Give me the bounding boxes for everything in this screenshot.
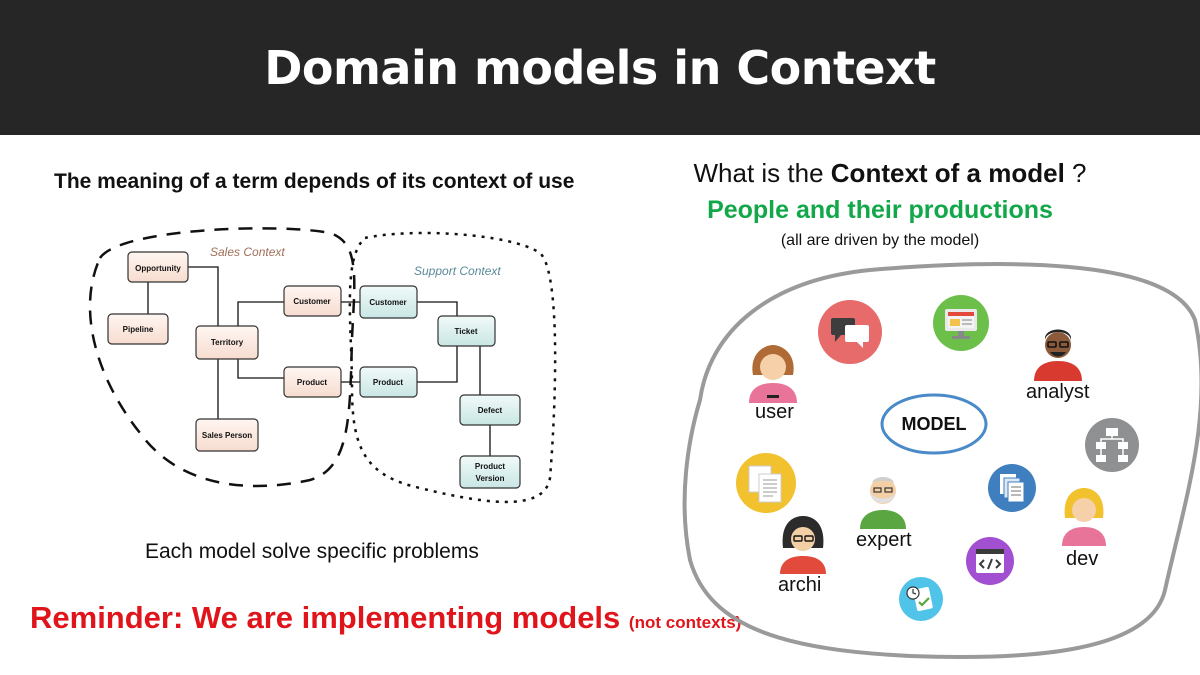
title-bar: Domain models in Context [0,0,1200,135]
sales-node-opportunity: Opportunity [127,251,189,283]
question-bold: Context of a model [830,158,1065,188]
sales-node-territory: Territory [195,325,259,360]
node-label: Sales Person [202,431,252,440]
documents-icon [736,453,796,513]
support-node-ticket: Ticket [437,315,496,347]
people-heading: People and their productions [707,196,1053,224]
sales-node-product: Product [283,366,342,398]
question-prefix: What is the [693,158,831,188]
role-dev: dev [1066,548,1099,570]
left-heading: The meaning of a term depends of its con… [54,170,575,193]
reminder: Reminder: We are implementing models (no… [30,600,741,636]
node-label: Ticket [455,327,478,336]
support-context-label: Support Context [414,264,501,278]
sales-node-customer: Customer [283,285,342,317]
files-icon [988,464,1036,512]
context-blob [682,262,1200,660]
reminder-main: Reminder: We are implementing models [30,600,621,635]
chat-icon [818,300,882,364]
archi-avatar-icon [780,516,826,574]
question-suffix: ? [1064,158,1087,188]
user-avatar-icon [749,345,797,403]
support-node-customer: Customer [359,285,418,319]
flowchart-icon [1085,418,1139,472]
analyst-avatar-icon [1034,329,1082,381]
model-label: MODEL [901,413,967,434]
support-node-product-version: Product Version [459,455,521,489]
role-expert: expert [856,529,912,551]
support-context-boundary [348,231,557,504]
support-node-defect: Defect [459,394,521,426]
sales-node-pipeline: Pipeline [107,313,169,345]
context-diagram: Sales Context Support Context Opportunit… [88,227,557,504]
sales-context-boundary [88,227,356,488]
tasks-icon [899,577,943,621]
node-label: Customer [369,298,406,307]
diagram-caption: Each model solve specific problems [145,540,479,563]
node-label: Customer [293,297,330,306]
context-question: What is the Context of a model ? [620,158,1160,189]
node-label: Defect [478,406,503,415]
monitor-icon [933,295,989,351]
code-icon [966,537,1014,585]
driven-note: (all are driven by the model) [780,232,980,249]
node-label: Product [297,378,328,387]
role-user: user [755,401,794,423]
support-node-product: Product [359,366,418,398]
node-label: Product [475,462,506,471]
expert-avatar-icon [860,477,906,529]
sales-node-sales-person: Sales Person [195,418,259,452]
connectors [147,266,491,456]
node-label: Pipeline [123,325,154,334]
page-title: Domain models in Context [264,40,936,95]
node-label: Product [373,378,404,387]
node-label: Territory [211,338,244,347]
role-archi: archi [778,574,822,596]
node-label: Opportunity [135,264,181,273]
dev-avatar-icon [1062,488,1106,546]
reminder-note: (not contexts) [628,613,742,632]
model-ellipse [880,393,988,455]
node-label: Version [476,474,505,483]
role-analyst: analyst [1026,381,1090,403]
sales-context-label: Sales Context [210,245,285,259]
